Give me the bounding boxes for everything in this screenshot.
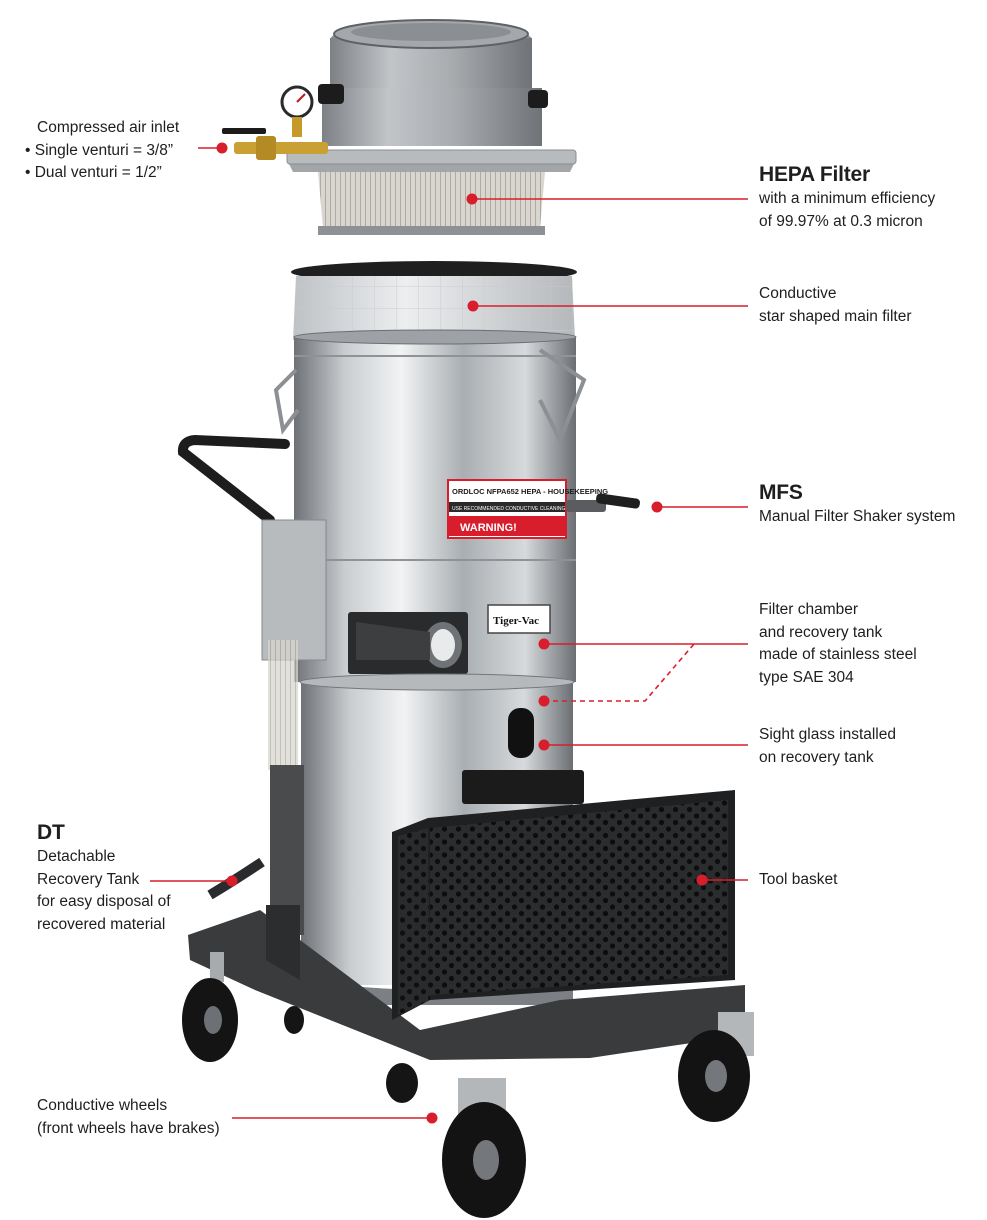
wheels-line-1: Conductive wheels — [37, 1097, 168, 1114]
brand-name: Tiger-Vac — [493, 615, 539, 627]
callout-hepa-filter: HEPA Filter with a minimum efficiency of… — [759, 162, 935, 233]
callout-dt: DT Detachable Recovery Tank for easy dis… — [37, 820, 171, 936]
chamber-line-3: made of stainless steel — [759, 646, 917, 663]
dt-line-3: for easy disposal of — [37, 893, 171, 910]
dt-line-4: recovered material — [37, 915, 166, 933]
air-inlet-heading: Compressed air inlet — [37, 119, 180, 136]
callout-wheels: Conductive wheels (front wheels have bra… — [37, 1095, 220, 1140]
chassis — [188, 905, 745, 1060]
callout-mfs: MFS Manual Filter Shaker system — [759, 480, 955, 529]
compressed-air-valve — [222, 128, 328, 160]
hepa-title: HEPA Filter — [759, 163, 870, 186]
chamber-line-1: Filter chamber — [759, 601, 859, 618]
hepa-line-2: of 99.97% at 0.3 micron — [759, 212, 923, 230]
chamber-line-4: type SAE 304 — [759, 668, 854, 686]
intake-port — [348, 612, 468, 674]
wheels — [182, 952, 754, 1218]
filter-chamber: ORDLOC NFPA652 HEPA - HOUSEKEEPING USE R… — [273, 329, 640, 682]
wheels-line-2: (front wheels have brakes) — [37, 1119, 220, 1137]
hepa-lid-assembly — [222, 19, 577, 235]
tool-basket-line-1: Tool basket — [759, 871, 838, 888]
label-subtitle: USE RECOMMENDED CONDUCTIVE CLEANING ACCE… — [452, 506, 603, 512]
wheel-front-left — [442, 1078, 526, 1218]
callout-tool-basket: Tool basket — [759, 869, 837, 892]
wheel-front-right — [678, 1012, 754, 1122]
mfs-line-1: Manual Filter Shaker system — [759, 508, 956, 525]
air-inlet-dual: Dual venturi = 1/2” — [25, 162, 179, 185]
callout-air-inlet: Compressed air inlet Single venturi = 3/… — [35, 117, 180, 185]
main-filter-line-2: star shaped main filter — [759, 307, 912, 325]
label-title: ORDLOC NFPA652 HEPA - HOUSEKEEPING — [452, 487, 608, 496]
brand-plate: Tiger-Vac — [487, 604, 551, 634]
callout-leaders — [150, 142, 748, 1124]
callout-sight-glass: Sight glass installed on recovery tank — [759, 724, 896, 769]
main-filter-line-1: Conductive — [759, 285, 837, 302]
label-warning: WARNING! — [460, 522, 517, 534]
dt-title: DT — [37, 821, 65, 844]
wheel-rear-small — [284, 1006, 418, 1103]
air-inlet-single: Single venturi = 3/8” — [25, 140, 179, 163]
dt-line-2: Recovery Tank — [37, 870, 140, 888]
tool-basket — [392, 790, 735, 1020]
callout-main-filter: Conductive star shaped main filter — [759, 283, 912, 328]
dt-line-1: Detachable — [37, 848, 116, 865]
lid-latches — [273, 348, 587, 445]
sight-glass-line-2: on recovery tank — [759, 748, 874, 766]
nfpa-warning-label: ORDLOC NFPA652 HEPA - HOUSEKEEPING USE R… — [447, 479, 608, 539]
pressure-gauge — [280, 85, 314, 137]
sight-glass — [508, 708, 534, 758]
filter-shaker-handle — [566, 493, 640, 512]
hepa-filter-cartridge — [318, 172, 545, 235]
wheel-rear-left — [182, 952, 238, 1062]
sight-glass-line-1: Sight glass installed — [759, 726, 896, 743]
chamber-line-2: and recovery tank — [759, 623, 883, 641]
hepa-line-1: with a minimum efficiency — [759, 190, 936, 207]
callout-filter-chamber: Filter chamber and recovery tank made of… — [759, 599, 917, 689]
mfs-title: MFS — [759, 481, 803, 504]
star-main-filter — [291, 261, 577, 340]
